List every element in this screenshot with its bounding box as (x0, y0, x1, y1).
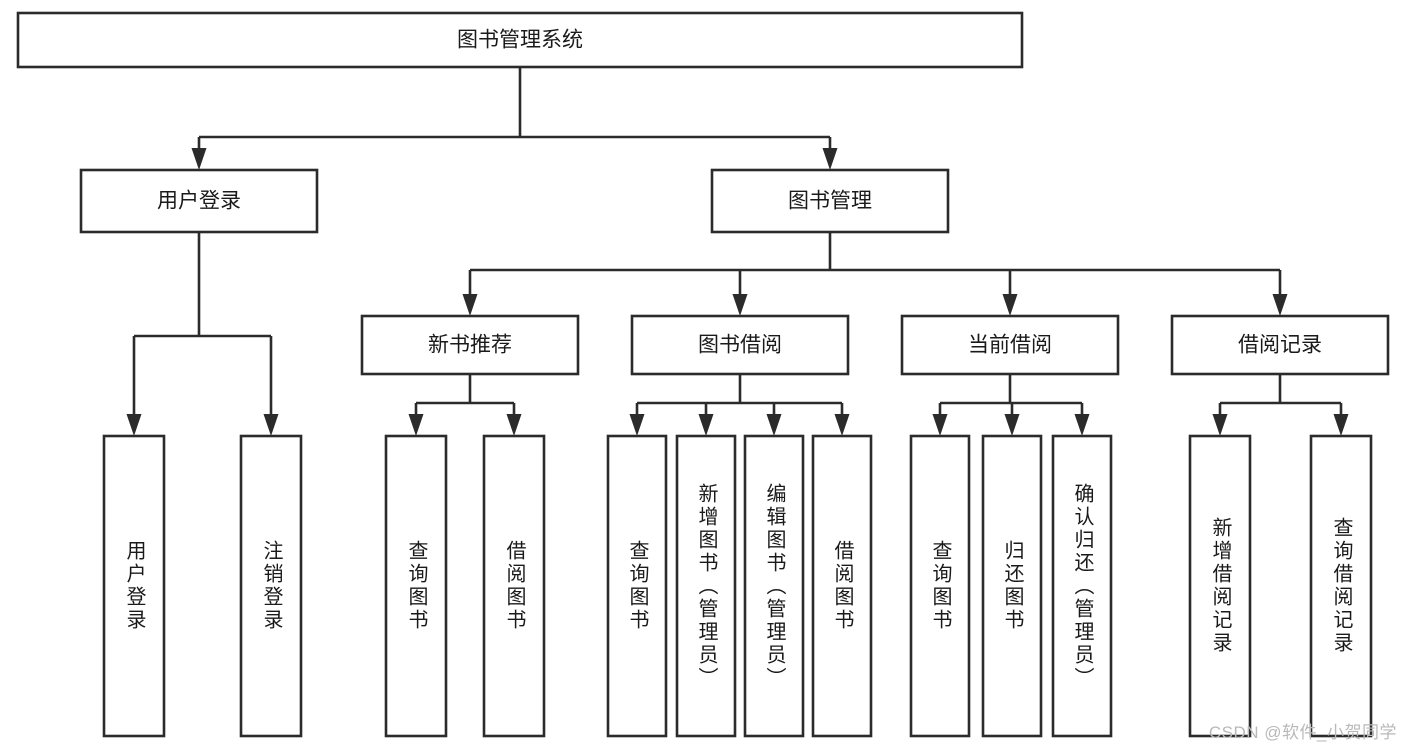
arrow-down-icon-leaf-borrow-book-2 (834, 414, 850, 436)
leaf-leaf-edit-book-admin (743, 434, 805, 738)
leaf-leaf-query-book-1 (384, 434, 448, 738)
leaf-leaf-query-book-2 (606, 434, 668, 738)
arrow-down-icon-new-book-recommend (462, 294, 478, 316)
arrow-down-icon-leaf-add-book-admin (698, 414, 714, 436)
leaf-leaf-query-book-3 (909, 434, 971, 738)
arrow-down-icon-leaf-return-book (1004, 414, 1020, 436)
leaf-leaf-return-book (981, 434, 1043, 738)
arrow-down-icon-book-manage (822, 148, 838, 170)
connector-layer (126, 67, 1349, 436)
leaf-leaf-add-borrow-record (1188, 434, 1252, 738)
node-book-borrow (630, 314, 850, 376)
node-label-borrow-record: 借阅记录 (1238, 334, 1322, 357)
arrow-down-icon-leaf-add-borrow-record (1212, 414, 1228, 436)
node-label-book-manage: 图书管理 (788, 190, 872, 213)
leaf-leaf-confirm-return-admin (1051, 434, 1113, 738)
arrow-down-icon-leaf-query-book-3 (932, 414, 948, 436)
arrow-down-icon-leaf-edit-book-admin (766, 414, 782, 436)
leaf-leaf-query-borrow-record (1309, 434, 1373, 738)
arrow-down-icon-book-borrow (732, 294, 748, 316)
node-label-user-login: 用户登录 (157, 190, 241, 213)
leaf-leaf-borrow-book-1 (482, 434, 546, 738)
arrow-down-icon-leaf-user-login (126, 414, 142, 436)
arrow-down-icon-borrow-record (1272, 294, 1288, 316)
leaf-leaf-add-book-admin (675, 434, 737, 738)
node-label-new-book-recommend: 新书推荐 (428, 334, 512, 357)
arrow-down-icon-leaf-query-book-2 (629, 414, 645, 436)
arrow-down-icon-current-borrow (1002, 294, 1018, 316)
leaf-leaf-user-logout (239, 434, 303, 738)
arrow-down-icon-leaf-user-logout (263, 414, 279, 436)
node-box-layer (16, 11, 1390, 738)
arrow-down-icon-user-login (191, 148, 207, 170)
arrow-down-icon-leaf-confirm-return-admin (1074, 414, 1090, 436)
arrow-down-icon-leaf-query-borrow-record (1333, 414, 1349, 436)
node-new-book-recommend (360, 314, 580, 376)
node-label-root: 图书管理系统 (457, 29, 583, 52)
csdn-watermark: CSDN @软件_小贺同学 (1208, 723, 1397, 742)
leaf-leaf-user-login (102, 434, 166, 738)
node-label-current-borrow: 当前借阅 (968, 334, 1052, 357)
node-user-login (79, 168, 319, 234)
node-label-book-borrow: 图书借阅 (698, 334, 782, 357)
arrow-down-icon-leaf-borrow-book-1 (506, 414, 522, 436)
node-current-borrow (900, 314, 1120, 376)
arrow-down-icon-leaf-query-book-1 (408, 414, 424, 436)
node-book-manage (710, 168, 950, 234)
node-borrow-record (1170, 314, 1390, 376)
node-root (16, 11, 1024, 69)
leaf-leaf-borrow-book-2 (811, 434, 873, 738)
